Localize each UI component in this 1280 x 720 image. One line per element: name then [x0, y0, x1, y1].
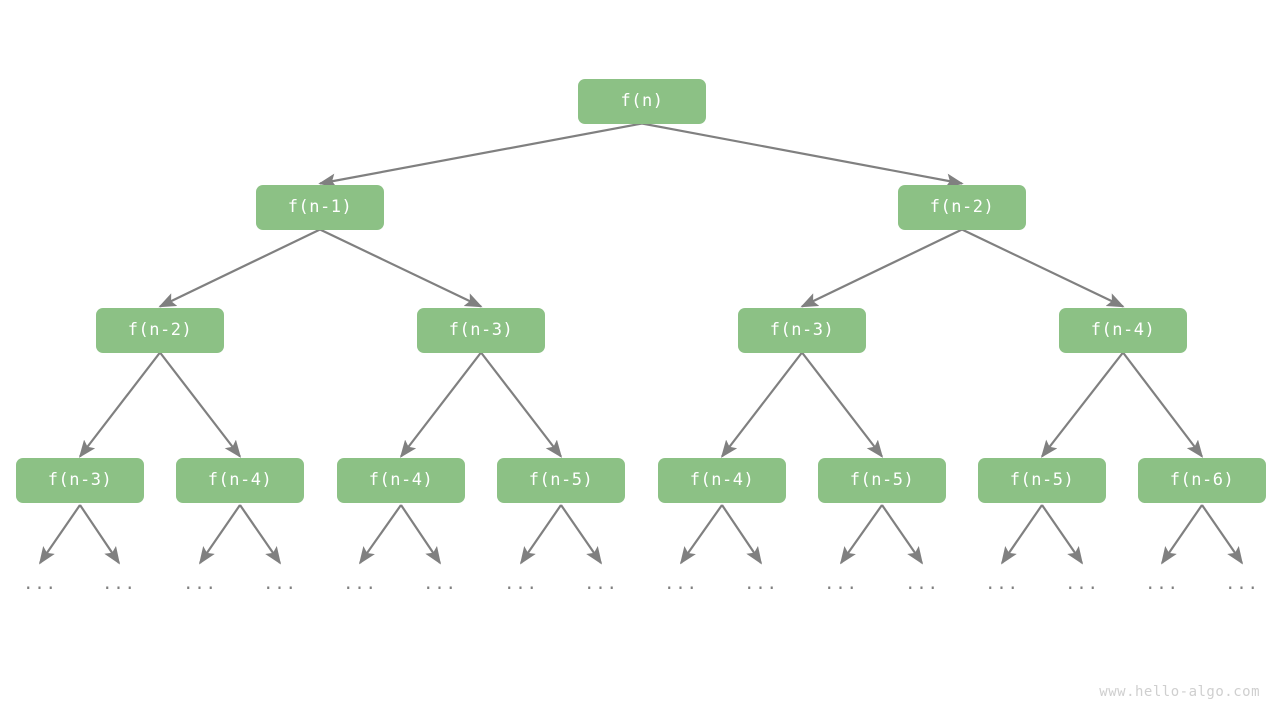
ellipsis-label: ... — [664, 574, 698, 594]
leaf-stub-edge — [79, 504, 120, 565]
tree-edges — [78, 122, 1204, 458]
watermark-label: www.hello-algo.com — [1099, 684, 1260, 700]
ellipsis-label: ... — [423, 574, 457, 594]
ellipsis-label: ... — [985, 574, 1019, 594]
tree-node[interactable]: f(n-4) — [658, 457, 786, 503]
ellipsis-label: ... — [263, 574, 297, 594]
ellipsis-label: ... — [343, 574, 377, 594]
leaf-stub-edge — [520, 504, 562, 565]
tree-node[interactable]: f(n-4) — [1059, 307, 1187, 353]
tree-edge — [318, 122, 643, 188]
tree-node[interactable]: f(n-3) — [417, 307, 545, 353]
tree-edge — [158, 228, 321, 308]
tree-node[interactable]: f(n-1) — [256, 184, 384, 230]
tree-edge — [1122, 351, 1204, 458]
ellipsis-label: ... — [102, 574, 136, 594]
tree-edge — [641, 122, 964, 188]
tree-edge — [1040, 351, 1124, 458]
tree-node[interactable]: f(n) — [578, 78, 706, 124]
leaf-stub-edge — [400, 504, 441, 565]
tree-node[interactable]: f(n-5) — [818, 457, 946, 503]
leaf-stub-edge — [1161, 504, 1203, 565]
leaf-stub-edge — [39, 504, 81, 565]
ellipsis-label: ... — [504, 574, 538, 594]
leaf-stub-edge — [199, 504, 241, 565]
leaf-stub-edge — [1001, 504, 1043, 565]
tree-node[interactable]: f(n-4) — [176, 457, 304, 503]
leaf-stub-edge — [679, 504, 723, 565]
leaf-stub-edge — [239, 504, 281, 565]
leaf-stub-edge — [839, 504, 883, 565]
tree-node[interactable]: f(n-2) — [898, 184, 1026, 230]
tree-edge — [720, 351, 803, 458]
tree-edge — [159, 351, 242, 458]
ellipsis-label: ... — [1225, 574, 1259, 594]
ellipsis-label: ... — [824, 574, 858, 594]
tree-edge — [78, 351, 161, 458]
tree-edge — [399, 351, 482, 458]
leaf-stub-edge — [881, 504, 923, 565]
ellipsis-label: ... — [23, 574, 57, 594]
ellipsis-label: ... — [905, 574, 939, 594]
tree-node[interactable]: f(n-5) — [497, 457, 625, 503]
ellipsis-label: ... — [1145, 574, 1179, 594]
tree-node[interactable]: f(n-2) — [96, 307, 224, 353]
leaf-stub-edge — [358, 504, 402, 565]
tree-node[interactable]: f(n-3) — [16, 457, 144, 503]
tree-node[interactable]: f(n-4) — [337, 457, 465, 503]
tree-node[interactable]: f(n-3) — [738, 307, 866, 353]
tree-node[interactable]: f(n-6) — [1138, 457, 1266, 503]
leaf-stub-edge — [1201, 504, 1243, 565]
tree-node[interactable]: f(n-5) — [978, 457, 1106, 503]
tree-edge — [319, 228, 483, 308]
ellipsis-label: ... — [744, 574, 778, 594]
tree-edge — [801, 351, 884, 458]
leaf-stub-edge — [560, 504, 602, 565]
leaf-stub-edge — [721, 504, 762, 565]
ellipsis-label: ... — [1065, 574, 1099, 594]
tree-edge — [800, 228, 963, 308]
tree-edge — [961, 228, 1125, 308]
tree-edge — [480, 351, 563, 458]
leaf-stub-edges — [39, 504, 1243, 565]
ellipsis-label: ... — [183, 574, 217, 594]
leaf-stub-edge — [1041, 504, 1083, 565]
ellipsis-label: ... — [584, 574, 618, 594]
